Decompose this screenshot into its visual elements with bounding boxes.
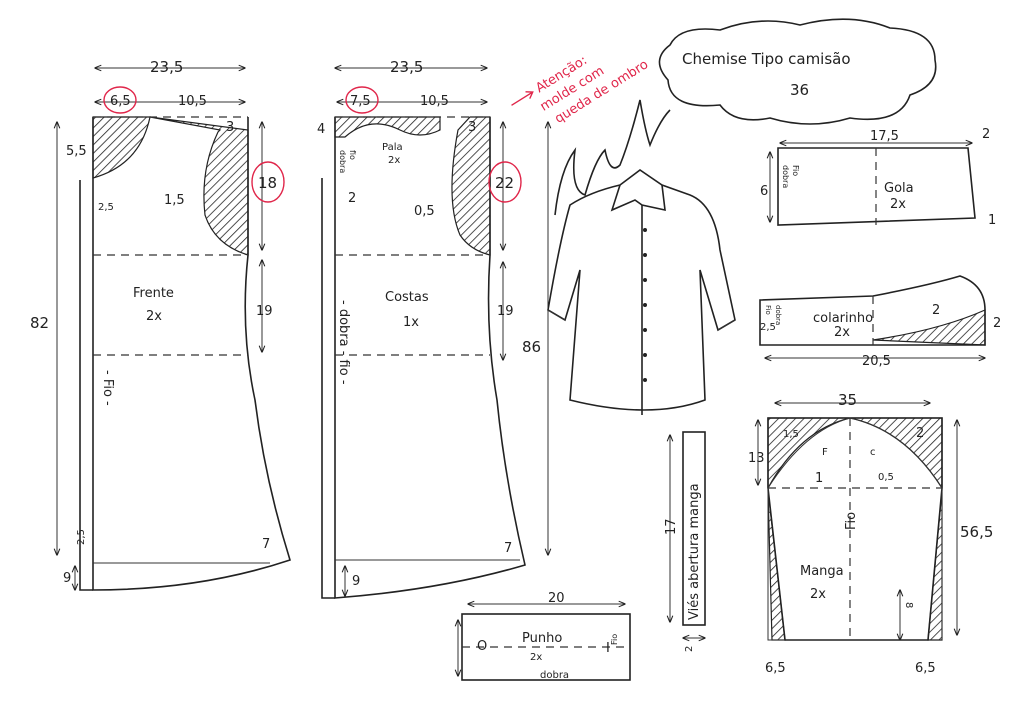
vies-piece: Viés abertura manga 17 2 [664, 431, 706, 652]
signature [554, 99, 671, 216]
punho-name-label: Punho [522, 631, 562, 646]
manga-taper-left-label: 6,5 [765, 661, 786, 676]
frente-facing-label: 2,5 [76, 529, 87, 545]
manga-grain-label: Fio [844, 512, 859, 530]
costas-piece: 23,5 7,5 10,5 3 4 Pala 2x dobra fio 2 0,… [317, 58, 548, 599]
colarinho-name-label: colarinho [813, 311, 873, 326]
colarinho-grain-label: Fio [764, 305, 772, 315]
punho-piece: 20 Punho 2x O I Fio dobra [458, 591, 631, 681]
costas-length-label: 86 [522, 338, 541, 356]
gola-height-label: 6 [760, 184, 768, 199]
punho-qty-label: 2x [530, 652, 542, 663]
frente-waist-label: 19 [256, 304, 273, 319]
gola-grain-label: Fio [791, 165, 800, 176]
punho-button-mark: O [477, 639, 487, 654]
colarinho-piece: colarinho 2x 2,5 2 2 20,5 dobra Fio [759, 275, 1001, 369]
size-text: 36 [790, 81, 809, 99]
frente-arm-curve-label: 1,5 [164, 193, 185, 208]
frente-grain-label: - Fio - [100, 370, 115, 406]
manga-piece: 35 13 56,5 1,5 2 1 0,5 F c Fio Manga 2x … [748, 391, 993, 676]
punho-fold-label: dobra [540, 670, 569, 681]
gola-qty-label: 2x [890, 197, 906, 212]
costas-yoke-depth-label: 4 [317, 122, 325, 137]
colarinho-end-label: 2 [993, 316, 1001, 331]
frente-hem-label: 9 [63, 571, 71, 586]
frente-qty-label: 2x [146, 309, 162, 324]
manga-qty-label: 2x [810, 587, 826, 602]
gola-tip-label: 2 [982, 127, 990, 142]
costas-width-label: 23,5 [390, 58, 423, 76]
attention-note: Atenção: molde com queda de ombro [511, 53, 651, 127]
frente-drop-label: 3 [226, 120, 234, 135]
vies-name-label: Viés abertura manga [687, 483, 702, 620]
gola-width-label: 17,5 [870, 129, 899, 144]
colarinho-fold-label: dobra [774, 305, 782, 325]
gola-name-label: Gola [884, 181, 914, 196]
punho-grain-label: Fio [610, 634, 619, 645]
frente-hem-flare-label: 7 [262, 537, 270, 552]
costas-drop-label: 3 [468, 120, 476, 135]
vies-width-label: 2 [684, 646, 695, 652]
costas-hem-flare-label: 7 [504, 541, 512, 556]
costas-yoke-qty-label: 2x [388, 155, 400, 166]
gola-fold-label: dobra [781, 165, 790, 188]
title-text: Chemise Tipo camisão [682, 50, 851, 68]
frente-name-label: Frente [133, 286, 174, 301]
manga-width-label: 35 [838, 391, 857, 409]
colarinho-height-label: 2,5 [760, 322, 776, 333]
punho-buttonhole-mark: I [606, 641, 610, 656]
costas-shoulder-label: 10,5 [420, 94, 449, 109]
frente-width-label: 23,5 [150, 58, 183, 76]
costas-arm-curve-label: 0,5 [414, 204, 435, 219]
manga-name-label: Manga [800, 564, 844, 579]
costas-neck-curve-label: 2 [348, 191, 356, 206]
frente-neck-depth-label: 5,5 [66, 144, 87, 159]
costas-armhole-label: 22 [495, 174, 514, 192]
manga-front-out-label: 1,5 [783, 429, 799, 440]
frente-piece: 23,5 6,5 10,5 3 5,5 2,5 1,5 18 82 Frente… [30, 58, 291, 591]
costas-grain-label: - dobra - fio - [336, 300, 351, 385]
gola-tip2-label: 1 [988, 213, 996, 228]
frente-length-label: 82 [30, 314, 49, 332]
frente-neck-label: 6,5 [110, 94, 131, 109]
frente-shoulder-label: 10,5 [178, 94, 207, 109]
manga-length-label: 56,5 [960, 523, 993, 541]
colarinho-qty-label: 2x [834, 325, 850, 340]
costas-hem-label: 9 [352, 574, 360, 589]
punho-width-label: 20 [548, 591, 565, 606]
manga-back-out-label: 2 [916, 426, 924, 441]
frente-neck-curve-label: 2,5 [98, 202, 114, 213]
costas-yoke-grain-label: fio [348, 150, 357, 160]
costas-yoke-name-label: Pala [382, 142, 403, 153]
manga-slit-label: 8 [903, 602, 914, 608]
manga-cap-label: 13 [748, 451, 765, 466]
gola-piece: 17,5 6 Gola 2x 2 1 dobra Fio [760, 127, 996, 228]
manga-front-in-label: 1 [815, 471, 823, 486]
frente-armhole-label: 18 [258, 174, 277, 192]
manga-back-mark: c [870, 447, 876, 458]
vies-length-label: 17 [664, 518, 679, 535]
colarinho-width-label: 20,5 [862, 354, 891, 369]
manga-back-in-label: 0,5 [878, 472, 894, 483]
costas-name-label: Costas [385, 290, 429, 305]
colarinho-curve-label: 2 [932, 303, 940, 318]
costas-neck-label: 7,5 [350, 94, 371, 109]
title-cloud: Chemise Tipo camisão 36 [658, 18, 937, 125]
costas-qty-label: 1x [403, 315, 419, 330]
costas-yoke-fold-label: dobra [338, 150, 347, 173]
shirt-illustration [547, 169, 736, 415]
manga-front-mark: F [822, 447, 828, 458]
manga-taper-right-label: 6,5 [915, 661, 936, 676]
costas-waist-label: 19 [497, 304, 514, 319]
